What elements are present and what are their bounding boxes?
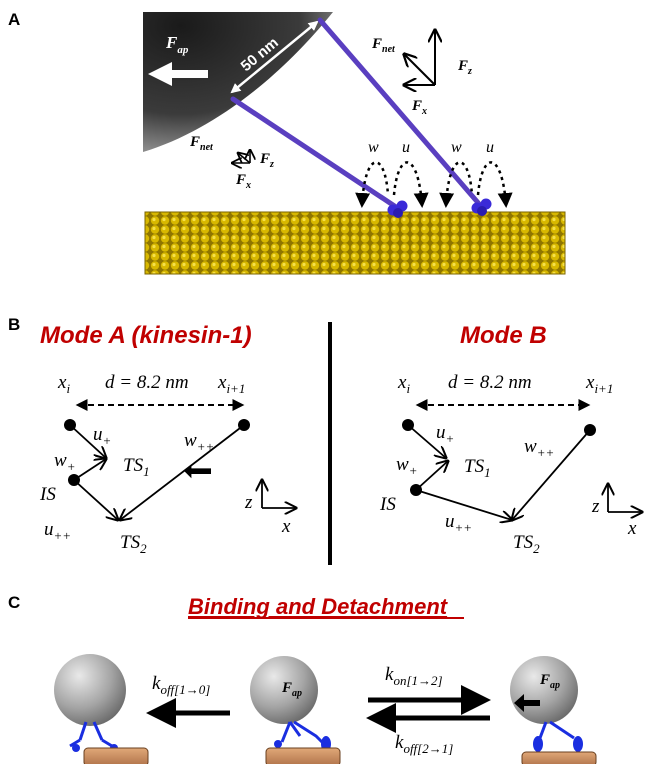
force-diagram-top	[404, 30, 435, 85]
w-plus-arrow-a	[73, 459, 106, 481]
motor-head-left	[387, 200, 408, 218]
ts2-label-a: TS2	[120, 532, 147, 556]
panel-letter-c: C	[8, 593, 20, 612]
distance-label-a: d = 8.2 nm	[105, 372, 189, 393]
scale-bar-icon	[230, 20, 319, 94]
u-plus-label-b: u+	[436, 422, 454, 446]
ts1-label-b: TS1	[464, 456, 491, 480]
w-plus-label-b: w+	[396, 454, 417, 478]
panel-a: Fap 50 nm w u w u	[143, 12, 566, 275]
fz-label-left: Fz	[259, 151, 274, 170]
mode-b-diagram: xi xi+1 d = 8.2 nm u+ w+ w++ TS1 IS u++ …	[379, 372, 642, 556]
stalk-right	[317, 17, 483, 208]
fap-arrow-icon	[148, 62, 208, 86]
surface-1	[265, 747, 341, 764]
bead-1	[250, 656, 318, 724]
stalk-left	[230, 96, 399, 210]
fx-label-left: Fx	[235, 172, 251, 191]
u-plusplus-label-b: u++	[445, 511, 472, 535]
mode-a-title: Mode A (kinesin-1)	[40, 322, 252, 349]
panel-letter-a: A	[8, 10, 20, 29]
fx-label-top: Fx	[411, 98, 427, 117]
u-plus-label-a: u+	[93, 424, 111, 448]
w-plusplus-arrow-a	[120, 424, 245, 520]
u-plusplus-arrow-b	[415, 489, 512, 520]
mode-b-title: Mode B	[460, 322, 547, 349]
ts1-label-a: TS1	[123, 455, 150, 479]
axis-z-label-b: z	[591, 496, 600, 517]
w-plus-label-a: w+	[54, 450, 75, 474]
axis-x-label-a: x	[281, 516, 291, 537]
axes-icon-b	[608, 484, 642, 512]
panel-letter-b: B	[8, 315, 20, 334]
fap-arrow-right-icon	[514, 694, 540, 712]
u-label-right: u	[486, 139, 494, 156]
w-plus-arrow-b	[415, 461, 448, 491]
is-label-a: IS	[39, 484, 56, 505]
xi1-label-b: xi+1	[585, 372, 613, 396]
u-plus-arrow-a	[69, 424, 106, 458]
distance-label-b: d = 8.2 nm	[448, 372, 532, 393]
u-plus-arrow-b	[407, 424, 446, 458]
fap-label-mid: Fap	[281, 680, 302, 699]
koff-10-label: koff[1→0]	[152, 673, 210, 697]
axis-z-label-a: z	[244, 492, 253, 513]
ts2-label-b: TS2	[513, 532, 540, 556]
microtubule	[145, 212, 565, 274]
axes-icon-a	[262, 480, 296, 508]
surface-2	[521, 751, 597, 764]
u-plusplus-label-a: u++	[44, 519, 71, 543]
xi1-label-a: xi+1	[217, 372, 245, 396]
motor-head-right	[471, 198, 492, 216]
xi-label-a: xi	[57, 372, 70, 396]
fnet-label-top: Fnet	[371, 36, 396, 55]
u-plusplus-arrow-a	[73, 479, 118, 520]
w-plusplus-label-a: w++	[184, 430, 214, 454]
bead-0	[54, 654, 126, 726]
mode-a-diagram: xi xi+1 d = 8.2 nm u+ w+ w++ TS1 IS u++ …	[39, 372, 296, 556]
fap-arrow-mid-icon	[184, 464, 211, 479]
binding-title: Binding and Detachment	[188, 594, 449, 619]
xi-label-b: xi	[397, 372, 410, 396]
state-two-bound: Fap	[510, 656, 583, 752]
w-label-right: w	[451, 139, 462, 156]
w-plusplus-arrow-b	[512, 429, 591, 520]
surface-0	[83, 747, 149, 764]
is-label-b: IS	[379, 494, 396, 515]
force-diagram-left	[232, 150, 250, 163]
axis-x-label-b: x	[627, 518, 637, 539]
hopping-arrows	[355, 161, 513, 208]
bead-2	[510, 656, 578, 724]
kon-12-label: kon[1→2]	[385, 664, 443, 688]
koff-21-label: koff[2→1]	[395, 732, 453, 756]
fnet-label-left: Fnet	[189, 134, 214, 153]
w-plusplus-label-b: w++	[524, 436, 554, 460]
state-unbound	[54, 654, 126, 752]
fz-label-top: Fz	[457, 58, 472, 77]
w-label-left: w	[368, 139, 379, 156]
u-label-left: u	[402, 139, 410, 156]
fap-label: Fap	[165, 33, 189, 56]
fap-label-right: Fap	[539, 672, 560, 691]
